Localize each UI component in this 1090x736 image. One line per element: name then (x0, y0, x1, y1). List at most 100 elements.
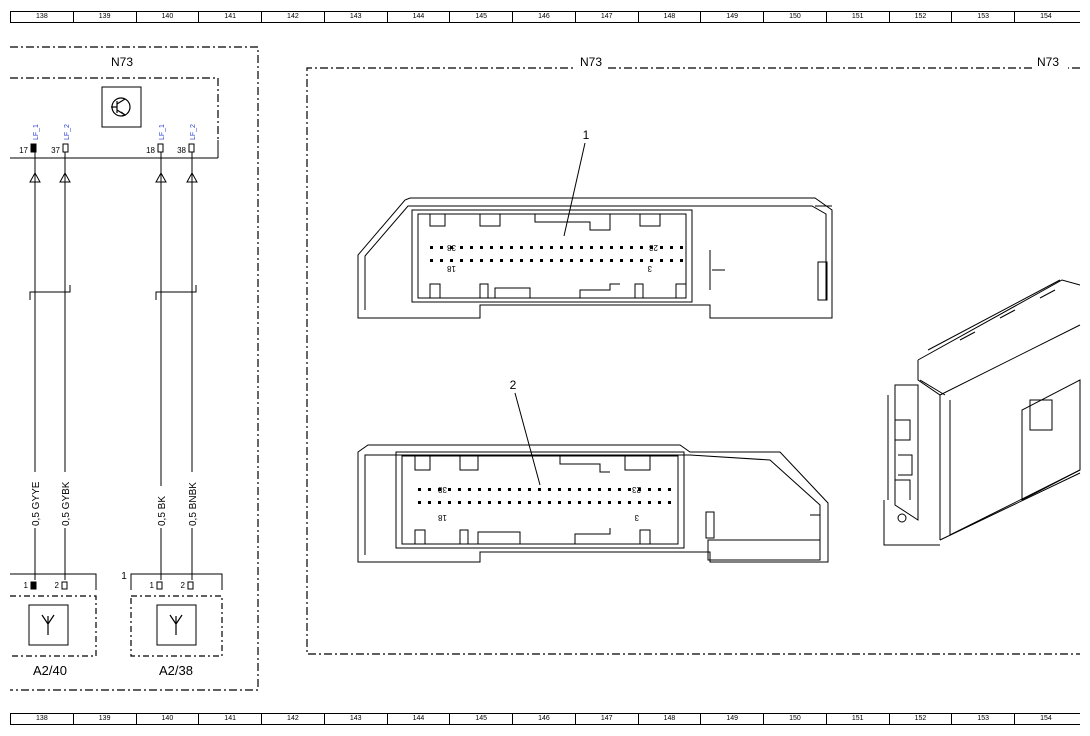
grid-column-label: 152 (888, 714, 952, 724)
connector-2-callout: 2 (510, 378, 517, 392)
connector-pin (418, 501, 421, 504)
connector-pin (448, 488, 451, 491)
connector-pin (428, 501, 431, 504)
connector-pin (508, 501, 511, 504)
connector-pin (440, 259, 443, 262)
signal-label: LF_2 (64, 124, 71, 140)
target-pin-number: 1 (24, 581, 29, 590)
left-schematic (10, 46, 259, 691)
grid-column-label: 138 (10, 714, 73, 724)
connector-pin (488, 501, 491, 504)
connector-pin (548, 501, 551, 504)
grid-column-label: 141 (198, 714, 261, 724)
connector-pin (680, 259, 683, 262)
connector-pin (640, 246, 643, 249)
connector-pin (588, 501, 591, 504)
connector-pin (468, 488, 471, 491)
grid-column-label: 149 (700, 12, 763, 22)
pin-number: 38 (177, 146, 186, 155)
connector-pin (608, 488, 611, 491)
connector-pin (430, 246, 433, 249)
connector-1-pins (430, 246, 683, 262)
connector-pin (458, 488, 461, 491)
antenna-name: A2/38 (159, 663, 193, 678)
grid-column-label: 138 (10, 12, 73, 22)
connector-pin (470, 259, 473, 262)
grid-column-label: 145 (449, 12, 512, 22)
connector-pin (590, 246, 593, 249)
pin-number: 37 (51, 146, 60, 155)
connector-pin (600, 259, 603, 262)
connector-pin (618, 501, 621, 504)
connector-2-pins (418, 488, 671, 504)
connector-pin (620, 246, 623, 249)
connector-pin (590, 259, 593, 262)
connector-pin (660, 246, 663, 249)
connector-pin (430, 259, 433, 262)
grid-column-label: 139 (72, 12, 136, 22)
connector-pin (580, 259, 583, 262)
grid-column-label: 146 (512, 714, 575, 724)
connector-pin (538, 501, 541, 504)
module-housing-drawing (883, 279, 1081, 546)
connector-pin (480, 259, 483, 262)
transistor-icon-frame (101, 86, 142, 128)
connector-2-pin-label: 3 (634, 513, 639, 522)
signal-label: LF_2 (190, 124, 197, 140)
connector-pin (620, 259, 623, 262)
grid-column-label: 148 (637, 12, 701, 22)
antenna-name: A2/40 (33, 663, 67, 678)
connector-pin (568, 501, 571, 504)
grid-column-label: 150 (763, 714, 826, 724)
grid-column-label: 148 (637, 714, 701, 724)
connector-pin (600, 246, 603, 249)
connector-pin (550, 246, 553, 249)
grid-column-label: 142 (261, 12, 324, 22)
connector-pin (668, 501, 671, 504)
connector-2-drawing (357, 444, 829, 563)
grid-column-label: 144 (386, 12, 450, 22)
grid-column-label: 151 (825, 12, 889, 22)
connector-pin (548, 488, 551, 491)
connector-2-callout-line (514, 392, 541, 486)
connector-pin (560, 246, 563, 249)
connector-pin (448, 501, 451, 504)
connector-pin (568, 488, 571, 491)
right-module-name: N73 (580, 55, 602, 69)
connector-pin (538, 488, 541, 491)
connector-1-callout-line (563, 142, 586, 237)
connector-2-pin-label: 18 (438, 513, 447, 522)
connector-pin (588, 488, 591, 491)
grid-column-label: 154 (1014, 714, 1077, 724)
connector-pin (618, 488, 621, 491)
connector-pin (458, 501, 461, 504)
grid-column-label: 144 (386, 714, 450, 724)
connector-pin (580, 246, 583, 249)
connector-pin (498, 488, 501, 491)
grid-column-label: 143 (323, 714, 387, 724)
left-module-name: N73 (111, 55, 133, 69)
connector-pin (648, 501, 651, 504)
connector-pin (520, 246, 523, 249)
connector-pin (598, 501, 601, 504)
connector-pin (670, 259, 673, 262)
grid-column-label: 140 (135, 714, 199, 724)
connector-pin (650, 246, 653, 249)
connector-pin (638, 488, 641, 491)
connector-pin (498, 501, 501, 504)
connector-pin (540, 246, 543, 249)
connector-1-pin-label: 18 (447, 264, 456, 273)
connector-pin (510, 246, 513, 249)
connector-pin (628, 501, 631, 504)
connector-pin (640, 259, 643, 262)
connector-pin (460, 259, 463, 262)
signal-label: LF_1 (33, 124, 40, 140)
target-pin-number: 2 (181, 581, 186, 590)
right-module-name-edge: N73 (1037, 55, 1059, 69)
connector-1-pin-label: 3 (647, 264, 652, 273)
connector-pin (438, 488, 441, 491)
connector-pin (530, 246, 533, 249)
